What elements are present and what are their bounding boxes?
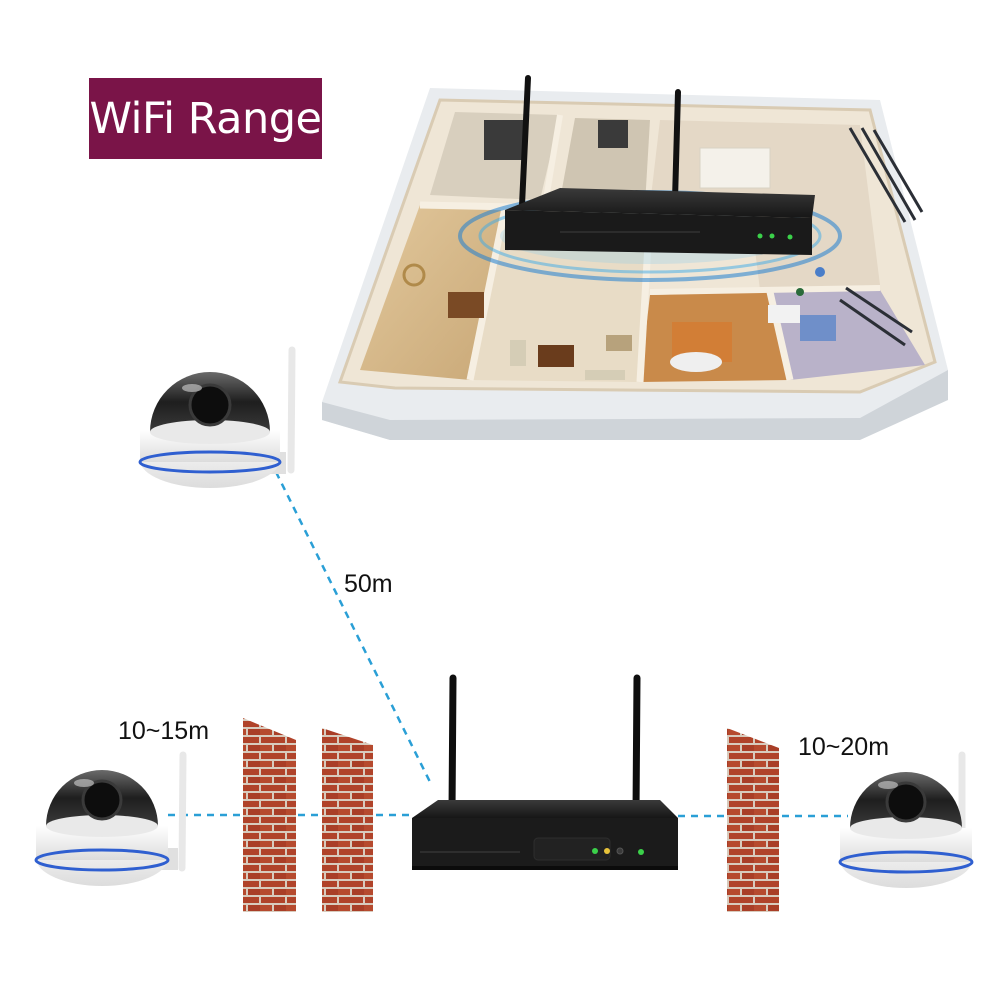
floor-plan-illustration — [322, 75, 948, 440]
distance-label-left-camera: 10~15m — [118, 717, 210, 745]
distance-label-right-camera: 10~20m — [798, 733, 890, 761]
nvr-recorder-main — [412, 674, 678, 870]
signal-line-top-camera — [274, 471, 434, 787]
brick-wall-1 — [243, 718, 296, 912]
dome-camera-left — [34, 751, 187, 886]
page-title: WiFi Range — [89, 93, 322, 144]
dome-camera-right — [838, 751, 974, 888]
brick-wall-2 — [322, 728, 373, 912]
nvr-recorder-icon — [505, 75, 815, 255]
brick-wall-3 — [727, 728, 779, 912]
dome-camera-top — [138, 346, 296, 488]
distance-label-top-camera: 50m — [344, 570, 393, 598]
brick-wall-icon — [243, 718, 779, 912]
title-badge-background — [89, 78, 322, 159]
